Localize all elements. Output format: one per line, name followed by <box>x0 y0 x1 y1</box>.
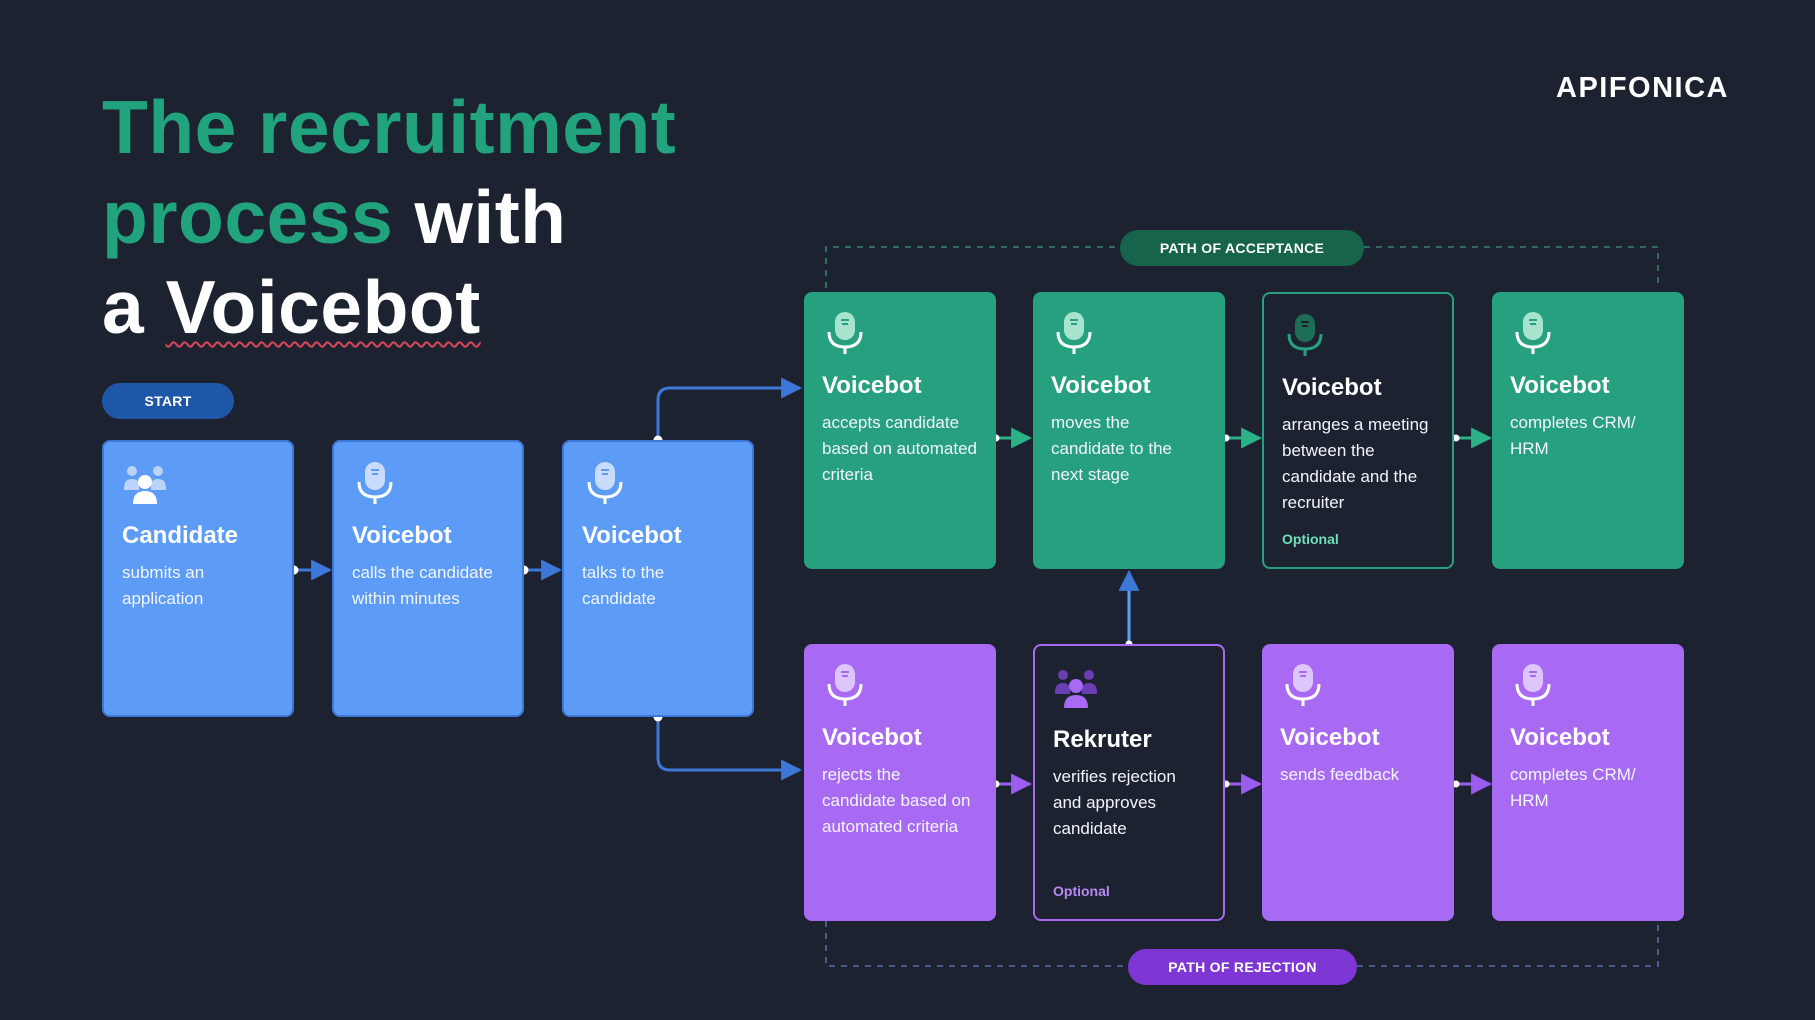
connector-dot <box>1452 434 1460 442</box>
path-of-rejection-label: PATH OF REJECTION <box>1128 949 1357 985</box>
card-voicebot-crm-accept: Voicebot completes CRM/ HRM <box>1492 292 1684 569</box>
card-description: rejects the candidate based on automated… <box>822 765 971 836</box>
card-description: submits an application <box>122 563 205 608</box>
microphone-icon <box>587 462 623 504</box>
card-description: talks to the candidate <box>582 563 665 608</box>
card-description: accepts candidate based on automated cri… <box>822 413 978 484</box>
microphone-icon <box>1515 664 1551 706</box>
apifonica-logo: APIFONICA <box>1556 72 1729 104</box>
card-heading: Voicebot <box>352 522 452 549</box>
card-heading: Voicebot <box>1051 372 1151 399</box>
microphone-icon <box>1285 664 1321 706</box>
card-voicebot-crm-reject: Voicebot completes CRM/ HRM <box>1492 644 1684 921</box>
card-voicebot-move: Voicebot moves the candidate to the next… <box>1033 292 1225 569</box>
microphone-icon <box>357 462 393 504</box>
card-voicebot-meeting: Voicebot arranges a meeting between the … <box>1262 292 1454 569</box>
connector-talk-to-accept <box>656 377 803 440</box>
card-heading: Voicebot <box>822 372 922 399</box>
card-voicebot-accept: Voicebot accepts candidate based on auto… <box>804 292 996 569</box>
card-description: calls the candidate within minutes <box>352 563 493 608</box>
page-title: The recruitment process with a Voicebot <box>102 82 676 352</box>
title-line-2: process with <box>102 172 676 262</box>
card-heading: Voicebot <box>822 724 922 751</box>
title-word-with: with <box>414 175 567 259</box>
title-word-voicebot: Voicebot <box>165 265 481 349</box>
card-heading: Voicebot <box>1510 724 1610 751</box>
card-voicebot-call: Voicebot calls the candidate within minu… <box>332 440 524 717</box>
card-voicebot-feedback: Voicebot sends feedback <box>1262 644 1454 921</box>
optional-note: Optional <box>1053 883 1110 899</box>
card-candidate: Candidate submits an application <box>102 440 294 717</box>
title-word-process: process <box>102 175 394 259</box>
microphone-icon <box>827 664 863 706</box>
acceptance-path-frame <box>825 246 1659 288</box>
microphone-icon <box>1515 312 1551 354</box>
connector-talk-to-reject <box>656 717 803 781</box>
card-voicebot-talk: Voicebot talks to the candidate <box>562 440 754 717</box>
microphone-icon <box>1056 312 1092 354</box>
card-heading: Voicebot <box>582 522 682 549</box>
title-word-a: a <box>102 265 145 349</box>
rejection-path-frame <box>825 921 1659 967</box>
microphone-icon <box>827 312 863 354</box>
people-icon <box>1055 670 1097 708</box>
title-line-1: The recruitment <box>102 85 677 169</box>
card-heading: Voicebot <box>1280 724 1380 751</box>
path-of-acceptance-label: PATH OF ACCEPTANCE <box>1120 230 1364 266</box>
card-description: sends feedback <box>1280 765 1400 784</box>
card-rekruter: Rekruter verifies rejection and approves… <box>1033 644 1225 921</box>
card-description: moves the candidate to the next stage <box>1051 413 1172 484</box>
microphone-icon <box>1287 314 1323 356</box>
people-icon <box>124 466 166 504</box>
card-description: completes CRM/ HRM <box>1510 765 1636 810</box>
card-heading: Voicebot <box>1510 372 1610 399</box>
optional-note: Optional <box>1282 531 1339 547</box>
card-description: completes CRM/ HRM <box>1510 413 1636 458</box>
card-heading: Candidate <box>122 522 239 549</box>
start-label: START <box>102 383 234 419</box>
connector-dot <box>1452 780 1460 788</box>
title-line-3: a Voicebot <box>102 262 676 352</box>
card-heading: Rekruter <box>1053 726 1152 753</box>
card-voicebot-reject: Voicebot rejects the candidate based on … <box>804 644 996 921</box>
card-description: arranges a meeting between the candidate… <box>1282 415 1429 512</box>
card-description: verifies rejection and approves candidat… <box>1053 767 1176 838</box>
card-heading: Voicebot <box>1282 374 1382 401</box>
